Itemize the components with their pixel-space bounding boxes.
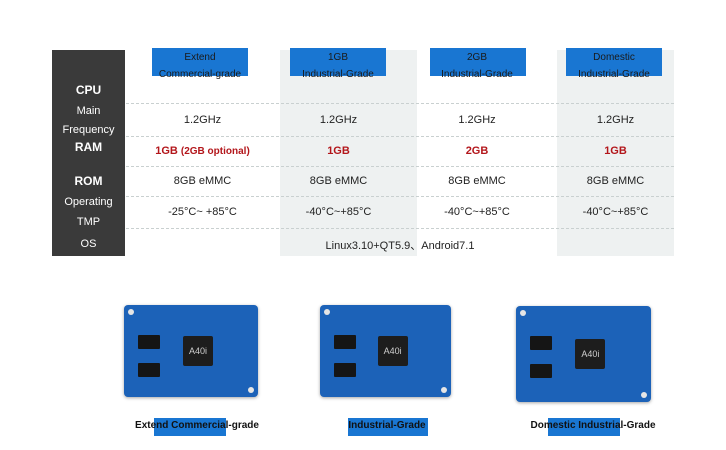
header-tag-1gb-industrial — [290, 48, 386, 76]
cell-rom-extend: 8GB eMMC — [173, 175, 232, 187]
cell-rom-1gb: 8GB eMMC — [309, 175, 368, 187]
mount-hole — [441, 387, 447, 393]
board-image-domestic-industrial: A40i — [516, 306, 651, 402]
mount-hole — [520, 310, 526, 316]
label-tmp: TMP — [76, 216, 101, 228]
header-tag-extend-commercial — [152, 48, 248, 76]
cell-os-value: Linux3.10+QT5.9、Android7.1 — [325, 240, 475, 252]
header-domestic-line2: Industrial-Grade — [578, 69, 650, 80]
label-operating: Operating — [64, 196, 113, 208]
mount-hole — [248, 387, 254, 393]
cell-ram-domestic: 1GB — [604, 145, 627, 157]
column-panel-1gb-industrial — [280, 50, 417, 256]
ram-chip — [530, 336, 552, 350]
ram-chip — [334, 335, 356, 349]
mount-hole — [128, 309, 134, 315]
header-extend-line1: Extend — [184, 52, 216, 63]
label-main: Main — [76, 105, 101, 117]
board-image-industrial: A40i — [320, 305, 451, 397]
spec-label-column: CPU Main Frequency RAM ROM Operating TMP… — [52, 50, 125, 256]
row-divider — [126, 166, 674, 167]
ram-value: 1GB — [155, 145, 178, 157]
label-frequency: Frequency — [62, 124, 115, 136]
cell-freq-1gb: 1.2GHz — [319, 114, 358, 126]
header-extend-line2: Commercial-grade — [158, 69, 242, 80]
board-image-extend-commercial: A40i — [124, 305, 258, 397]
header-domestic-line1: Domestic — [593, 52, 635, 63]
ram-chip — [334, 363, 356, 377]
row-divider — [126, 228, 674, 229]
ram-chip — [138, 335, 160, 349]
column-panel-extend-commercial — [126, 50, 279, 256]
label-cpu: CPU — [75, 83, 102, 97]
mount-hole — [641, 392, 647, 398]
column-panel-domestic-industrial — [557, 50, 674, 256]
caption-tag — [154, 418, 226, 436]
header-tag-2gb-industrial — [430, 48, 526, 76]
mount-hole — [324, 309, 330, 315]
caption-domestic-industrial: Domestic Industrial-Grade — [530, 420, 656, 431]
cell-freq-domestic: 1.2GHz — [596, 114, 635, 126]
cell-freq-extend: 1.2GHz — [183, 114, 222, 126]
cell-tmp-1gb: -40°C~+85°C — [305, 206, 372, 218]
row-divider — [126, 196, 674, 197]
label-rom: ROM — [74, 174, 103, 188]
ram-option-note: (2GB optional) — [180, 146, 250, 157]
header-1gb-line1: 1GB — [327, 52, 348, 63]
caption-tag — [348, 418, 428, 436]
header-2gb-line2: Industrial-Grade — [441, 69, 513, 80]
cell-ram-extend: 1GB (2GB optional) — [126, 145, 279, 157]
row-divider — [126, 136, 674, 137]
header-tag-domestic-industrial — [566, 48, 662, 76]
soc-chip: A40i — [377, 336, 408, 367]
caption-industrial: Industrial-Grade — [348, 420, 426, 431]
column-panel-2gb-industrial — [418, 50, 556, 256]
soc-chip: A40i — [182, 336, 213, 367]
row-divider — [126, 103, 674, 104]
cell-ram-1gb: 1GB — [327, 145, 350, 157]
cell-tmp-2gb: -40°C~+85°C — [444, 206, 510, 218]
ram-chip — [138, 363, 160, 377]
cell-tmp-extend: -25°C~ +85°C — [168, 206, 237, 218]
ram-chip — [530, 364, 552, 378]
cell-rom-2gb: 8GB eMMC — [448, 175, 506, 187]
header-2gb-line1: 2GB — [466, 52, 487, 63]
label-os: OS — [80, 238, 97, 250]
cell-ram-2gb: 2GB — [465, 145, 489, 157]
cell-tmp-domestic: -40°C~+85°C — [582, 206, 649, 218]
cell-rom-domestic: 8GB eMMC — [586, 175, 645, 187]
header-1gb-line2: Industrial-Grade — [302, 69, 374, 80]
label-ram: RAM — [74, 140, 103, 154]
cell-freq-2gb: 1.2GHz — [458, 114, 496, 126]
caption-tag — [548, 418, 620, 436]
caption-extend-commercial: Extend Commercial-grade — [135, 420, 259, 431]
soc-chip: A40i — [575, 338, 606, 369]
